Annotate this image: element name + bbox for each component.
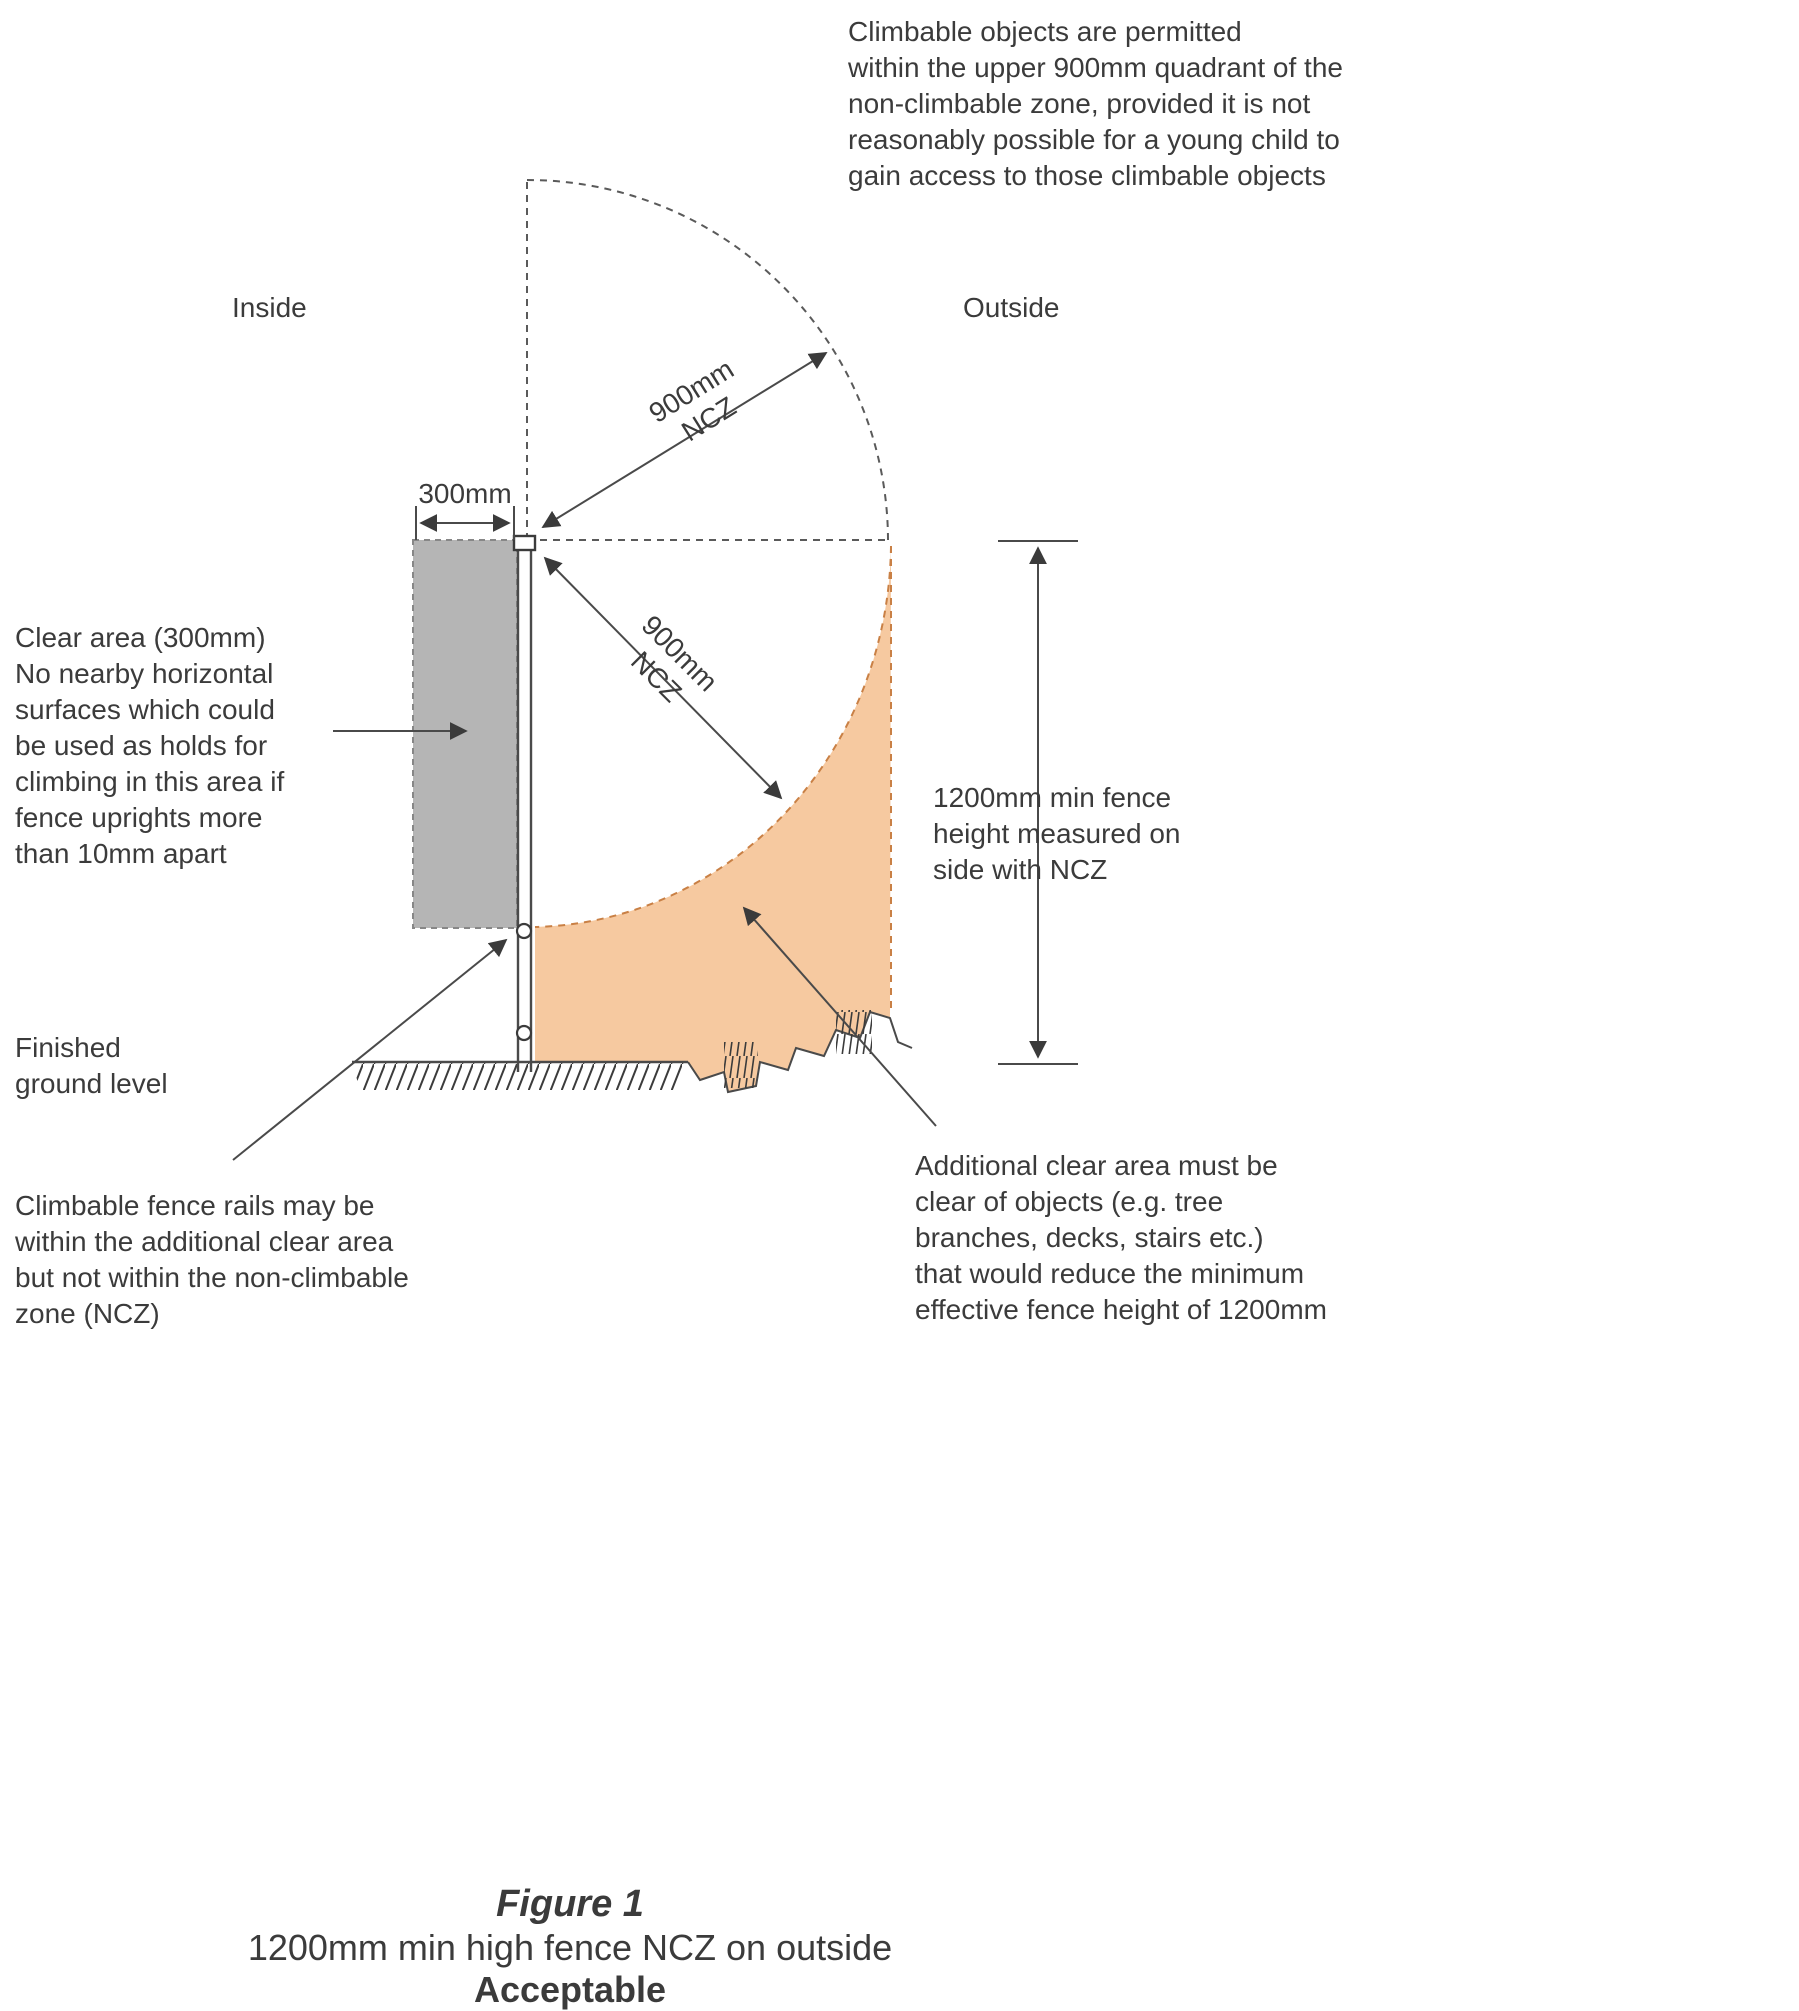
dim-300mm-label: 300mm	[418, 478, 512, 509]
note-additional-clear: Additional clear area must be clear of o…	[915, 1150, 1327, 1325]
note-fence-height: 1200mm min fence height measured on side…	[933, 782, 1181, 885]
inside-label: Inside	[232, 292, 307, 323]
outside-label: Outside	[963, 292, 1060, 323]
clear-area-region	[412, 539, 518, 929]
upper-ncz-arc	[526, 179, 889, 542]
note-climbable-objects: Climbable objects are permitted within t…	[848, 16, 1343, 191]
upper-ncz-radius-arrow	[541, 352, 828, 528]
fence-bottom-rail	[515, 1024, 533, 1042]
additional-clear-area-region	[535, 546, 891, 1092]
additional-clear-pointer-arrow	[742, 906, 937, 1127]
figure-caption: Figure 1 1200mm min high fence NCZ on ou…	[170, 1882, 970, 2010]
note-climbable-rails: Climbable fence rails may be within the …	[15, 1190, 409, 1329]
fence-post-cap	[512, 534, 537, 552]
figure-status: Acceptable	[473, 1969, 667, 2010]
climbable-rails-pointer-arrow	[232, 938, 508, 1161]
figure-number: Figure 1	[496, 1883, 644, 1925]
note-clear-area: Clear area (300mm) No nearby horizontal …	[15, 622, 285, 869]
figure-title: 1200mm min high fence NCZ on outside	[247, 1927, 893, 1968]
ground-hatching	[352, 1062, 688, 1090]
fence-middle-rail	[515, 922, 533, 940]
finished-ground-label: Finished ground level	[15, 1032, 168, 1099]
rock-hatch-patch-left	[724, 1042, 758, 1088]
lower-ncz-radius-arrow	[543, 556, 783, 800]
